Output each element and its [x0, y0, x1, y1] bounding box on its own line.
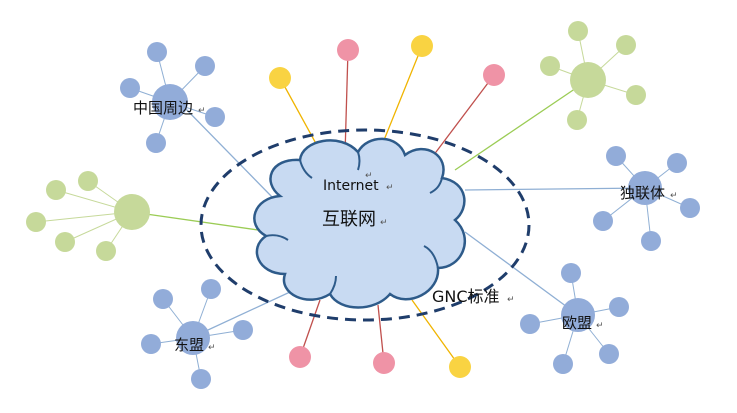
cloud-curve	[299, 159, 313, 179]
pink-node	[289, 346, 311, 368]
paragraph-mark: ↵	[365, 171, 373, 181]
leaf-node	[616, 35, 636, 55]
connector-china	[181, 104, 276, 201]
hub-green-left	[26, 171, 150, 261]
connector-green-left	[131, 211, 259, 231]
cloud-curve	[329, 275, 337, 295]
center-label-en: Internet	[323, 178, 379, 194]
cloud-curve	[429, 177, 443, 194]
hub-node	[561, 298, 595, 332]
leaf-node	[201, 279, 221, 299]
leaf-node	[540, 56, 560, 76]
yellow-node	[411, 35, 433, 57]
connector-yellow-3	[411, 299, 461, 368]
leaf-node	[626, 85, 646, 105]
paragraph-mark: ↵	[596, 321, 604, 331]
cloud-curve	[265, 234, 289, 241]
leaf-node	[96, 241, 116, 261]
connector-green-right	[454, 79, 589, 171]
connector-pink-2	[429, 74, 495, 161]
pink-node	[373, 352, 395, 374]
leaf-node	[567, 110, 587, 130]
hub-node	[570, 62, 606, 98]
paragraph-mark: ↵	[380, 218, 388, 228]
hub-node	[176, 321, 210, 355]
leaf-node	[146, 133, 166, 153]
center-label-cn: 互联网	[322, 209, 376, 230]
cloud-inner-curves	[265, 151, 443, 295]
hub-cis	[593, 146, 700, 251]
connector-cis	[464, 187, 646, 191]
leaf-node	[568, 21, 588, 41]
connector-pink-1	[344, 49, 349, 156]
hub-node	[152, 84, 188, 120]
paragraph-mark: ↵	[670, 191, 678, 201]
leaf-node	[26, 212, 46, 232]
hub-eu	[520, 263, 629, 374]
leaf-node	[46, 180, 66, 200]
leaf-node	[120, 78, 140, 98]
leaf-node	[141, 334, 161, 354]
leaf-node	[233, 320, 253, 340]
leaf-node	[599, 344, 619, 364]
hub-node	[114, 194, 150, 230]
standard-label: GNC标准	[432, 287, 500, 306]
cloud-curve	[357, 151, 361, 171]
leaf-node	[609, 297, 629, 317]
hub-label-china: 中国周边	[133, 99, 193, 117]
cloud-curve	[423, 245, 439, 269]
outer-nodes	[269, 35, 505, 378]
yellow-node	[269, 67, 291, 89]
hub-node	[628, 171, 662, 205]
leaf-node	[641, 231, 661, 251]
leaf-node	[680, 198, 700, 218]
leaf-node	[561, 263, 581, 283]
leaf-node	[153, 289, 173, 309]
pink-node	[483, 64, 505, 86]
leaf-node	[191, 369, 211, 389]
leaf-node	[520, 314, 540, 334]
paragraph-mark: ↵	[208, 343, 216, 353]
leaf-node	[593, 211, 613, 231]
leaf-node	[147, 42, 167, 62]
leaf-node	[205, 107, 225, 127]
hub-label-cis: 独联体	[620, 184, 665, 202]
connector-eu	[464, 231, 579, 316]
yellow-node	[449, 356, 471, 378]
pink-node	[337, 39, 359, 61]
leaf-node	[606, 146, 626, 166]
internet-cloud	[253, 137, 466, 309]
leaf-node	[667, 153, 687, 173]
paragraph-mark: ↵	[386, 183, 394, 193]
hub-china	[120, 42, 225, 153]
leaf-node	[553, 354, 573, 374]
connector-asean	[194, 291, 291, 337]
gnc-boundary-ellipse	[199, 128, 531, 322]
leaf-node	[78, 171, 98, 191]
paragraph-mark: ↵	[198, 106, 206, 116]
connector-yellow-2	[379, 45, 423, 151]
hub-label-asean: 东盟	[174, 336, 204, 354]
paragraph-mark: ↵	[507, 295, 515, 305]
hub-label-eu: 欧盟	[562, 314, 592, 332]
connectors	[131, 45, 646, 368]
leaf-node	[195, 56, 215, 76]
leaf-node	[55, 232, 75, 252]
hub-green-right	[540, 21, 646, 130]
hub-asean	[141, 279, 253, 389]
